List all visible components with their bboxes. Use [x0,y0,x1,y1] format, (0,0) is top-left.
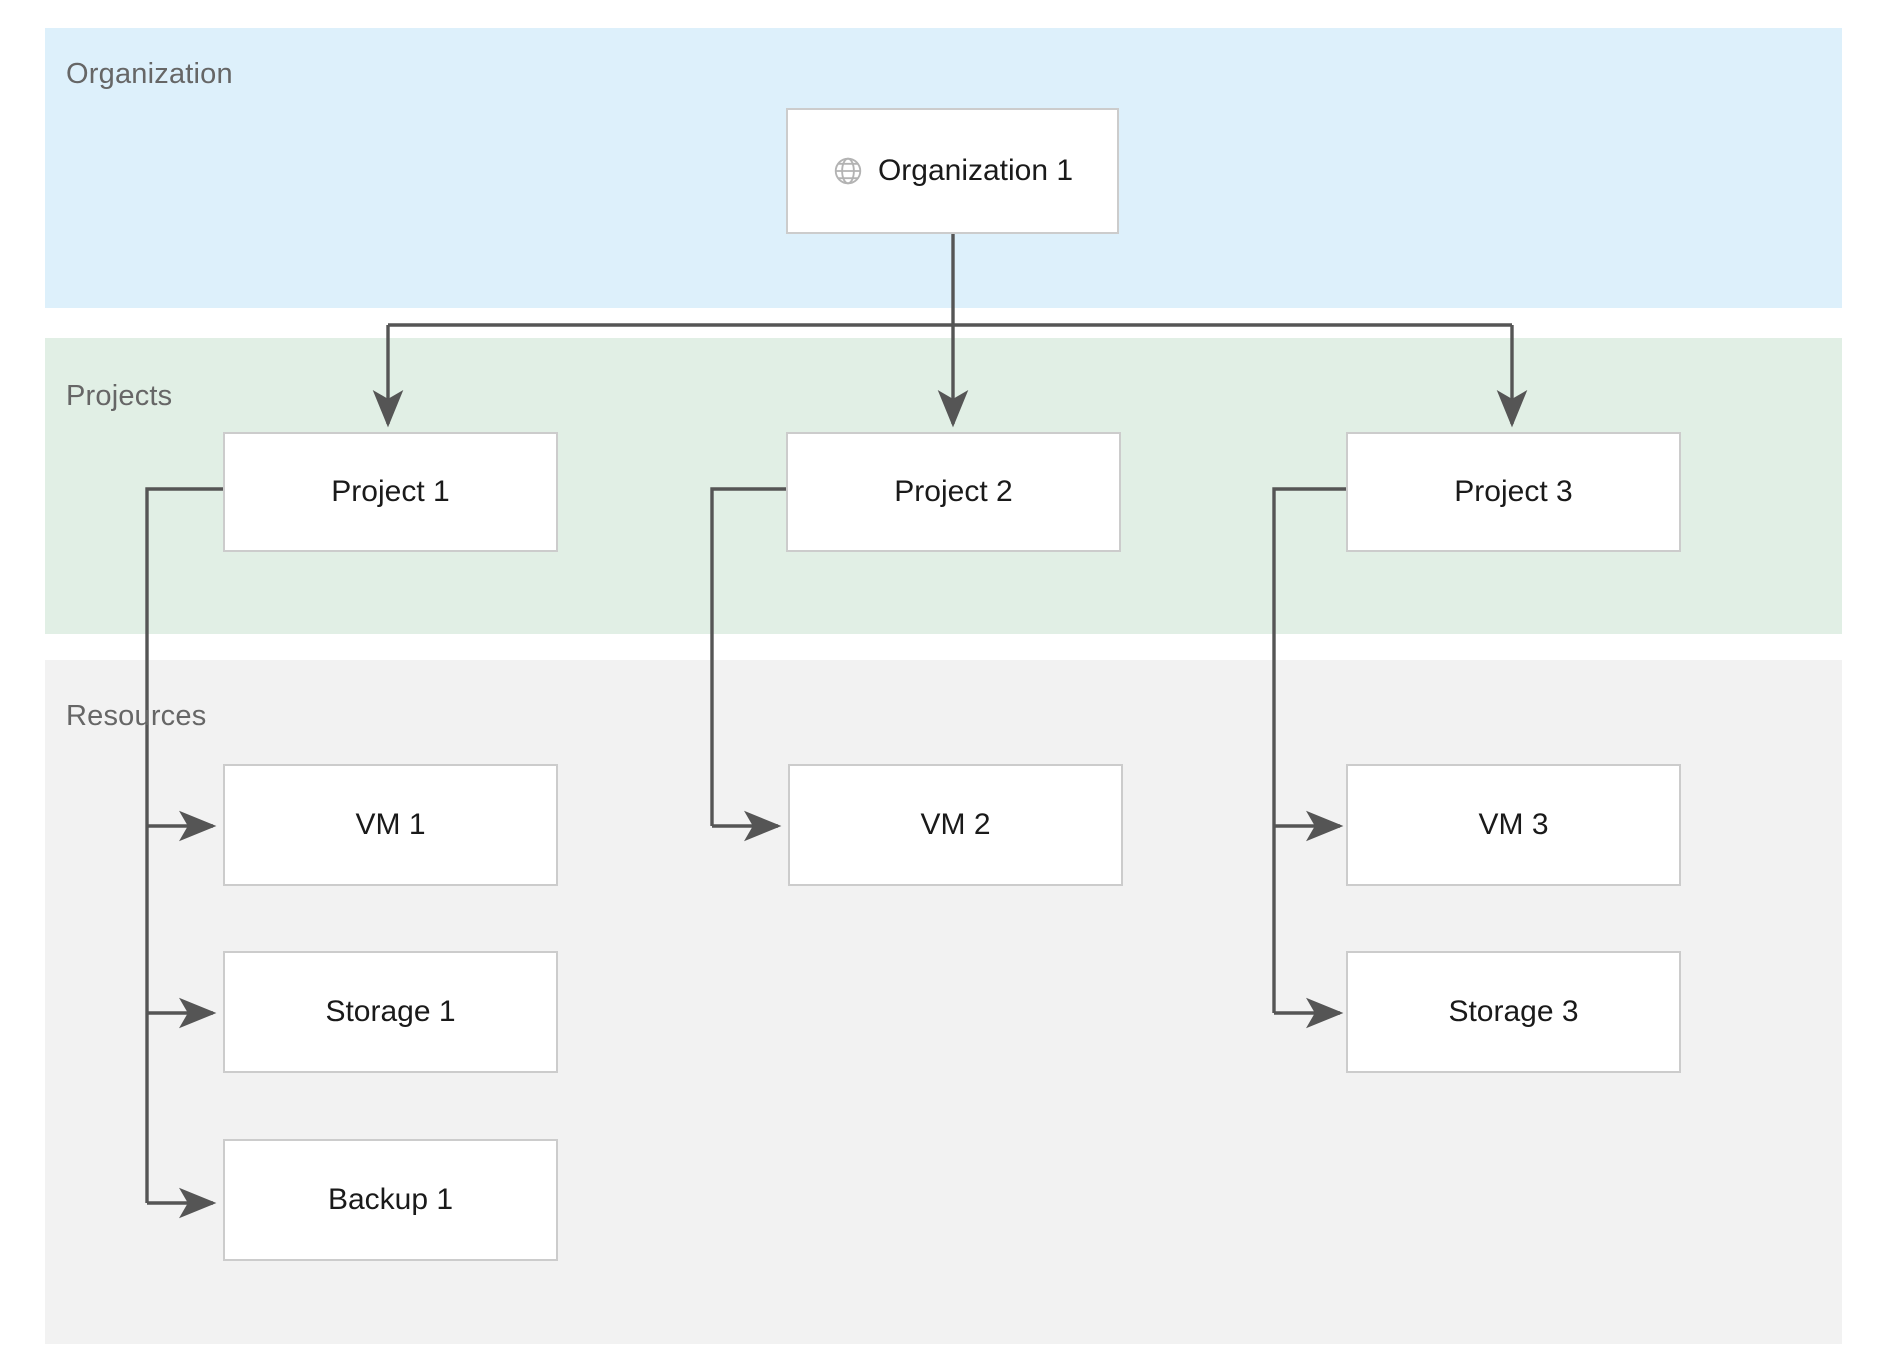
node-storage-1[interactable]: Storage 1 [223,951,558,1073]
node-vm-2[interactable]: VM 2 [788,764,1123,886]
band-label-resources: Resources [66,700,207,732]
node-backup-1[interactable]: Backup 1 [223,1139,558,1261]
node-label: Backup 1 [327,1183,454,1216]
node-storage-3[interactable]: Storage 3 [1346,951,1681,1073]
node-label: Project 3 [1454,475,1573,508]
edge-project3-stem [1272,487,1346,1013]
node-label: Organization 1 [877,154,1074,187]
node-label: VM 2 [920,808,991,841]
node-project-3[interactable]: Project 3 [1346,432,1681,552]
node-vm-3[interactable]: VM 3 [1346,764,1681,886]
edge-project2-stem [710,487,786,826]
node-project-2[interactable]: Project 2 [786,432,1121,552]
node-label: VM 3 [1478,808,1549,841]
band-label-organization: Organization [66,58,233,90]
node-vm-1[interactable]: VM 1 [223,764,558,886]
node-label: Storage 3 [1448,995,1579,1028]
node-project-1[interactable]: Project 1 [223,432,558,552]
node-organization-1[interactable]: Organization 1 [786,108,1119,234]
band-label-projects: Projects [66,380,173,412]
globe-icon [832,155,864,187]
node-label: Project 2 [894,475,1013,508]
edge-project1-stem [145,487,223,1203]
node-label: Project 1 [331,475,450,508]
node-label: Storage 1 [325,995,456,1028]
node-label: VM 1 [355,808,426,841]
